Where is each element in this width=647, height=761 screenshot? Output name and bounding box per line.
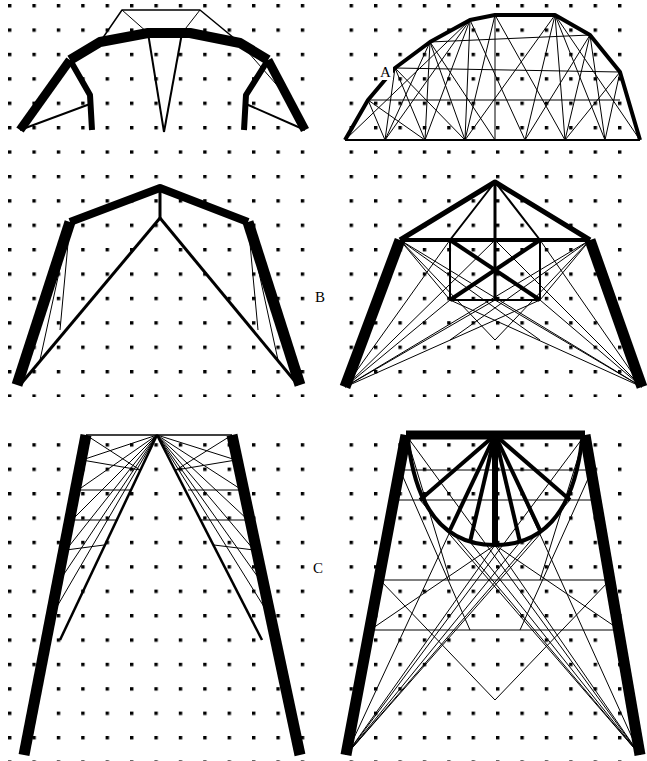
truss-a-left [20, 10, 305, 132]
truss-b-right [345, 182, 642, 387]
truss-a-right [345, 15, 640, 140]
figure-letter: A [378, 64, 393, 80]
dot-grid [8, 4, 642, 761]
truss-c-right [346, 435, 640, 755]
figure-letter: B [313, 289, 327, 305]
truss-c-left [24, 435, 300, 755]
figure-letter: C [311, 560, 325, 576]
truss-b-left [17, 188, 300, 385]
